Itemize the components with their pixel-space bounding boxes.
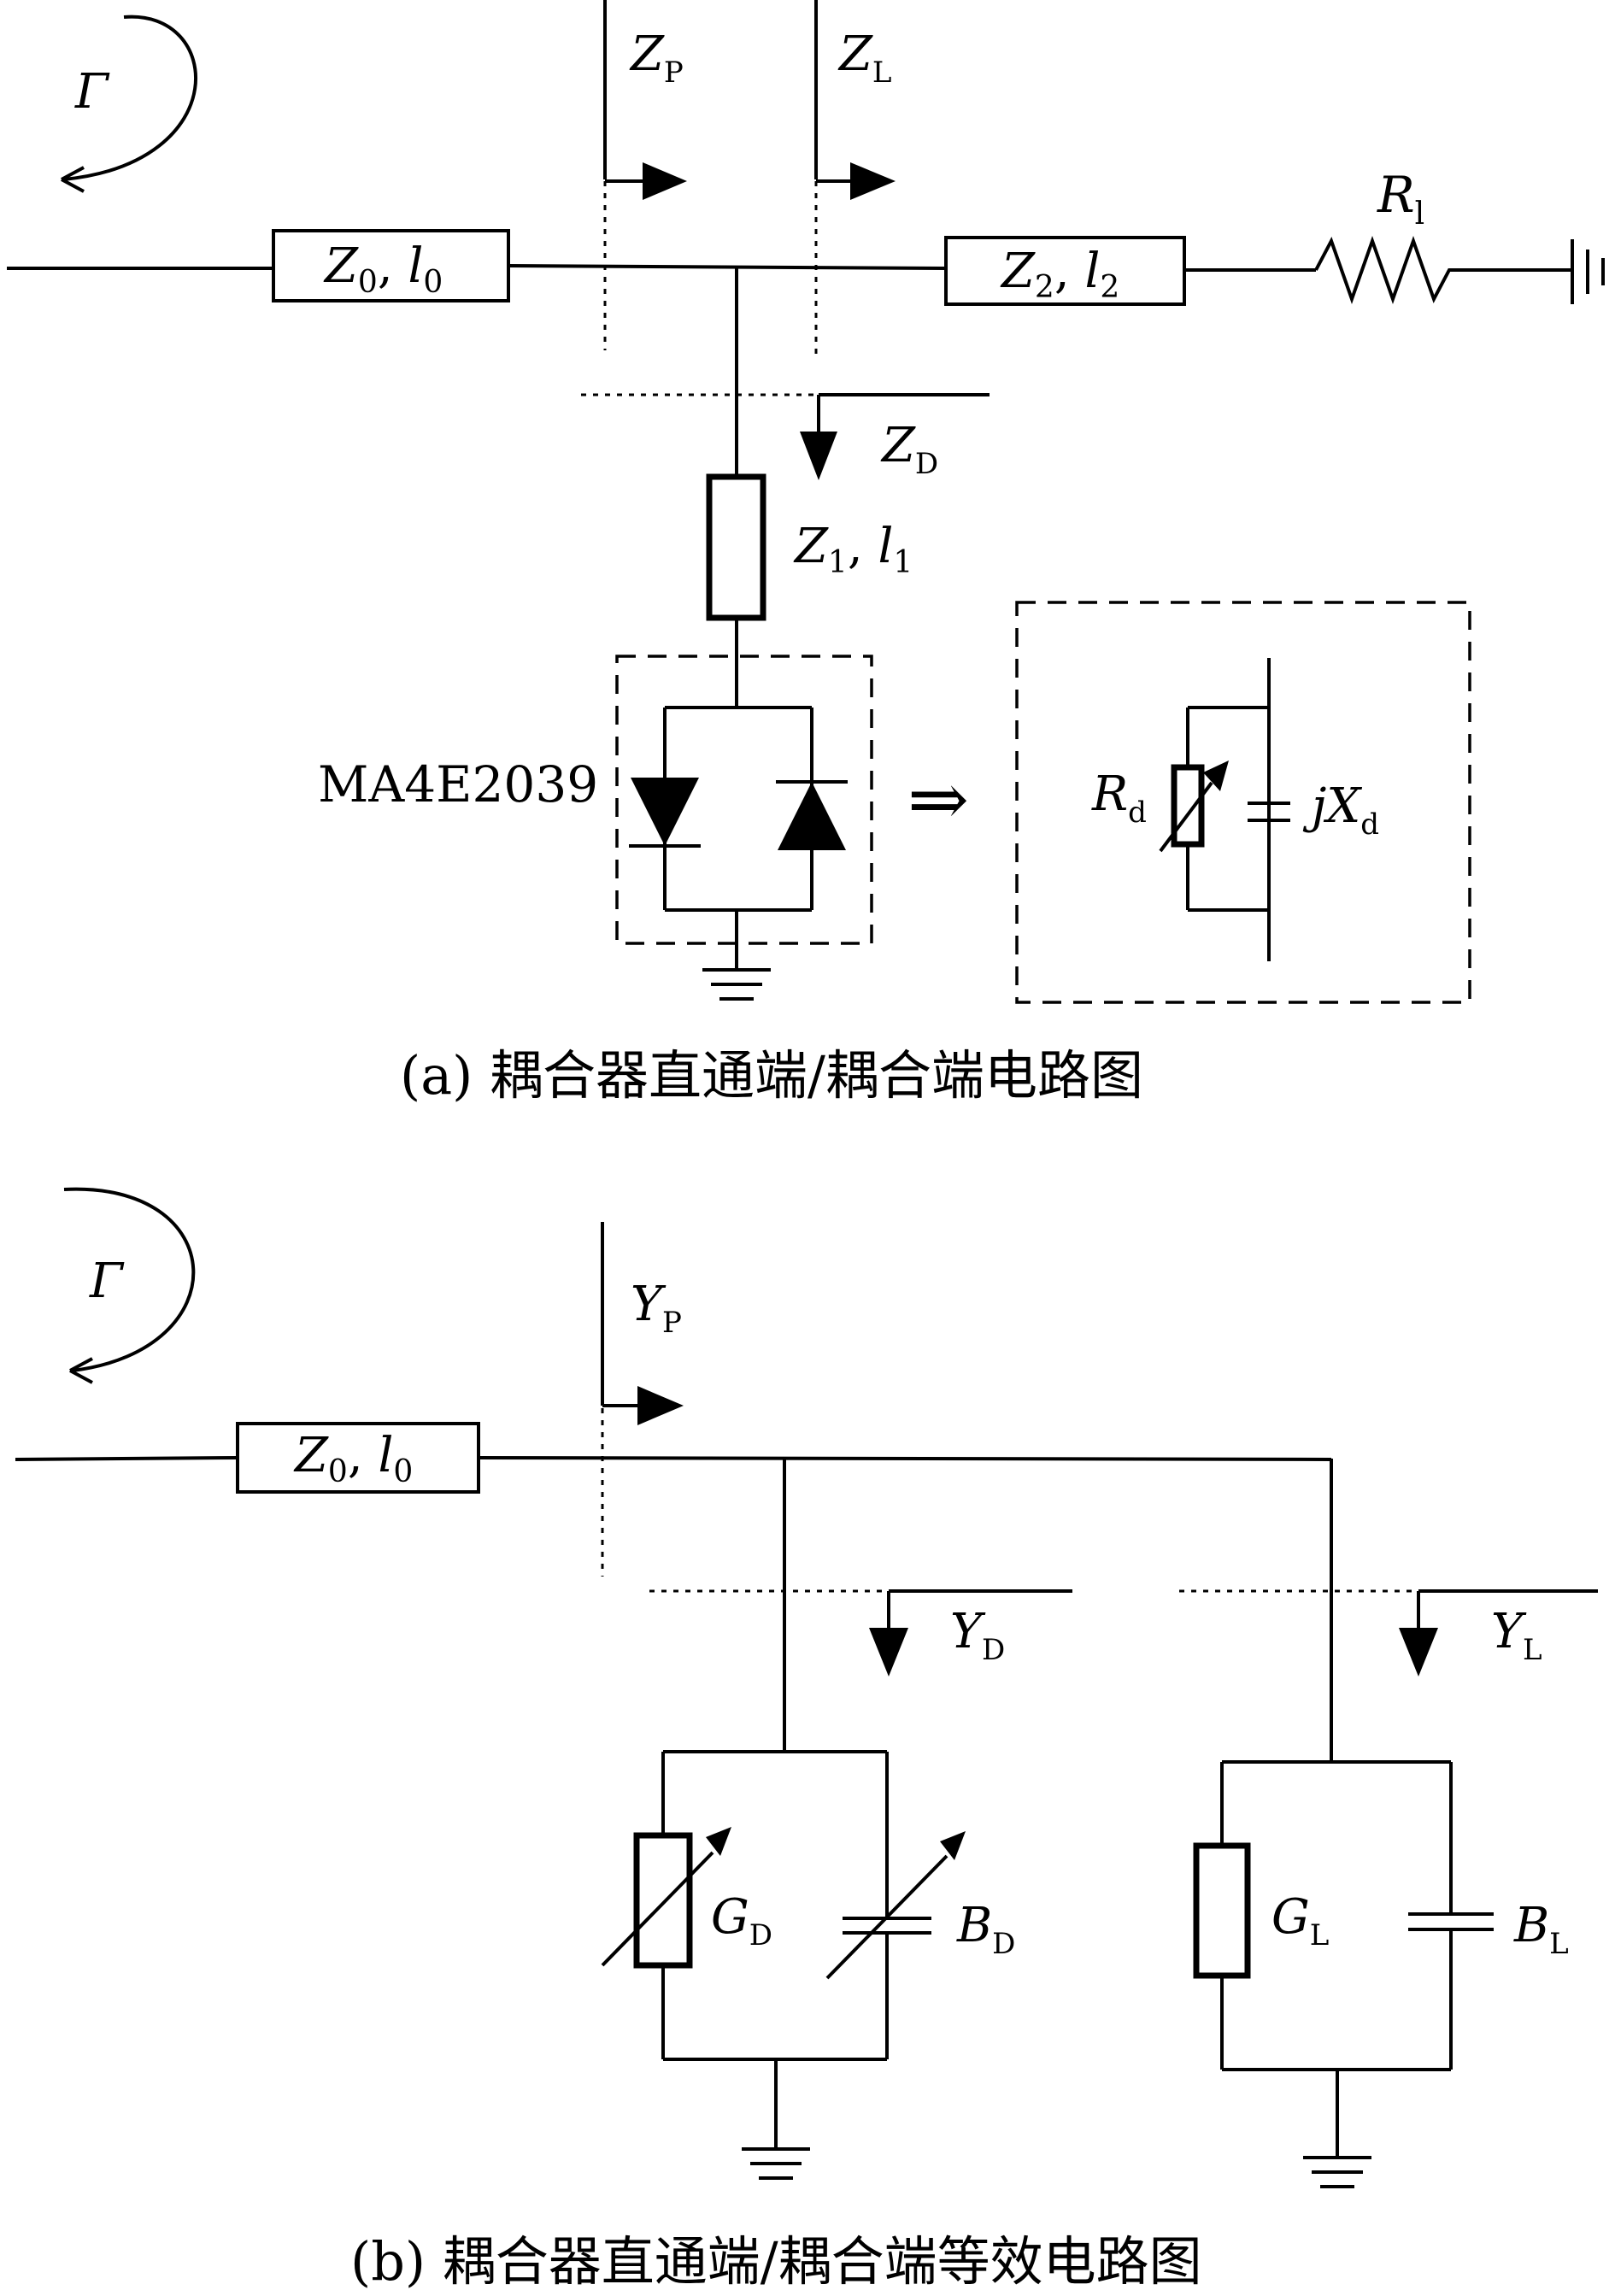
caption-b: (b) 耦合器直通端/耦合端等效电路图 [350, 2230, 1202, 2293]
conductance-gl [1193, 1842, 1251, 1979]
line-section-z0 [272, 229, 510, 302]
ground-icon-a-right [1571, 239, 1605, 304]
yd-label: YD [950, 1604, 1005, 1667]
line-section-z1 [706, 473, 766, 621]
line-section-z0-b [236, 1422, 480, 1494]
yp-reference-plane [601, 1222, 684, 1577]
equivalence-arrow: ⇒ [907, 757, 969, 843]
circuit-a: Γ Z0, l0 Z2, l2 Rl [7, 0, 1605, 1107]
yp-label: YP [631, 1277, 682, 1340]
z1-label: Z1, l1 [793, 519, 913, 580]
diode-right [778, 782, 846, 850]
z2-label-a: Z2, l2 [1000, 244, 1119, 305]
zd-label: ZD [880, 418, 938, 481]
gamma-arrow-b [63, 1187, 196, 1384]
line-section-z2 [944, 236, 1186, 306]
gd-bd-network [601, 1750, 966, 2149]
diode-left [631, 778, 699, 846]
diode-model-circuit [1159, 658, 1290, 961]
yl-label: YL [1491, 1604, 1542, 1667]
rd-label: Rd [1091, 766, 1147, 830]
circuit-b: Γ Z0, l0 YP YD [15, 1187, 1598, 2293]
gl-label: GL [1271, 1889, 1329, 1952]
zp-reference-plane [603, 0, 687, 350]
jxd-label: jXd [1302, 778, 1379, 842]
z0-label-a: Z0, l0 [323, 238, 443, 300]
gamma-arrow-a [61, 15, 197, 193]
yl-reference-plane [1179, 1589, 1598, 1676]
diode-part-label: MA4E2039 [318, 755, 598, 813]
gl-bl-network [1193, 1760, 1494, 2158]
z0-label-b: Z0, l0 [293, 1428, 413, 1489]
main-line-a [7, 264, 1572, 272]
bl-label: BL [1513, 1898, 1569, 1961]
zp-label: ZP [629, 26, 684, 90]
zl-reference-plane [814, 0, 896, 357]
zd-reference-plane [581, 393, 990, 480]
rl-label: Rl [1377, 166, 1424, 232]
diode-pair [629, 706, 848, 970]
bd-label: BD [956, 1898, 1015, 1961]
gd-label: GD [711, 1889, 772, 1952]
gamma-label-a: Γ [74, 64, 110, 120]
caption-a: (a) 耦合器直通端/耦合端电路图 [400, 1044, 1143, 1107]
variable-resistor-rd [1171, 764, 1205, 848]
diode-model-box [1015, 601, 1471, 1004]
ground-icon-a-diode [702, 968, 771, 1001]
ground-icon-b-right [1303, 2156, 1371, 2188]
diode-package-box [615, 655, 873, 945]
ground-icon-b-left [742, 2147, 810, 2180]
load-resistor [1314, 235, 1464, 305]
gamma-label-b: Γ [89, 1254, 125, 1309]
main-line-b [15, 1456, 1332, 1461]
yd-reference-plane [649, 1589, 1072, 1676]
variable-conductance-gd [633, 1832, 693, 1969]
zl-label: ZL [837, 26, 892, 90]
